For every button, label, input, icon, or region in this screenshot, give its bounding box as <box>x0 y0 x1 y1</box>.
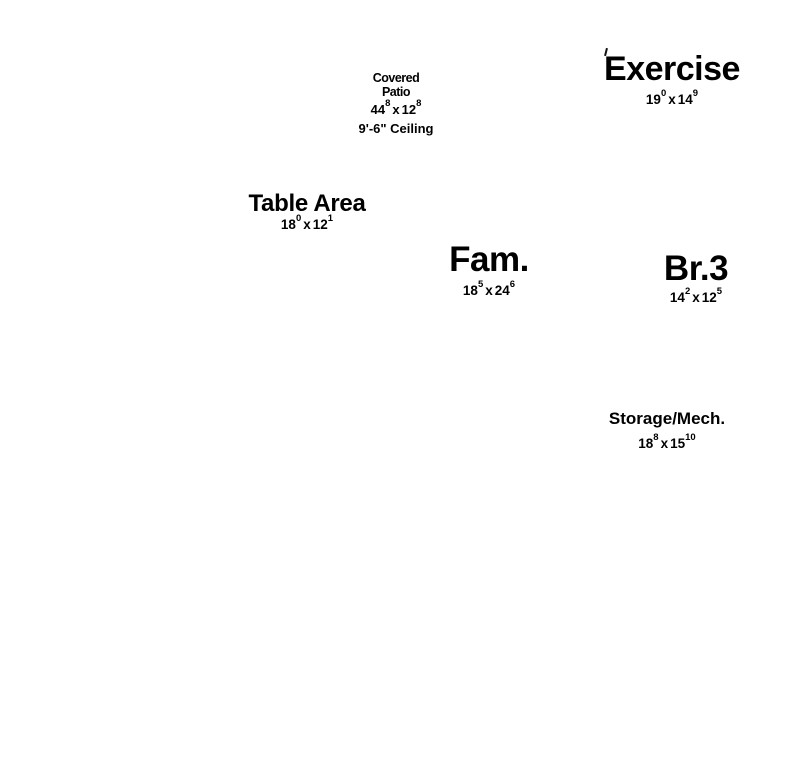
width-feet: 14 <box>669 290 685 305</box>
room-name: Exercise <box>604 50 740 88</box>
room-name: Fam. <box>449 240 529 279</box>
width-feet: 44 <box>370 102 386 117</box>
width-feet: 18 <box>462 283 478 298</box>
length-inches-superscript: 9 <box>692 88 699 99</box>
dimension-separator: x <box>485 283 493 298</box>
width-inches-superscript: 2 <box>684 286 691 297</box>
width-inches-superscript: 0 <box>660 88 667 99</box>
length-feet: 12 <box>701 290 717 305</box>
length-inches-superscript: 6 <box>509 279 516 290</box>
room-name-line-1: Covered <box>372 71 420 85</box>
length-feet: 12 <box>312 217 328 232</box>
length-feet: 14 <box>677 92 693 107</box>
width-inches-superscript: 0 <box>295 213 302 224</box>
length-feet: 15 <box>670 436 686 451</box>
dimension-separator: x <box>668 92 676 107</box>
room-name-line-2: Patio <box>381 84 411 99</box>
room-name: Table Area <box>248 190 366 217</box>
width-inches-superscript: 5 <box>477 279 484 290</box>
room-name: Br.3 <box>663 249 729 288</box>
length-inches-superscript: 5 <box>716 286 723 297</box>
room-name: Storage/Mech. <box>608 409 726 428</box>
dimension-separator: x <box>660 436 669 451</box>
length-inches-superscript: 10 <box>685 432 696 443</box>
ceiling-note: 9'-6" Ceiling <box>358 121 434 136</box>
width-inches-superscript: 8 <box>653 432 659 443</box>
width-feet: 18 <box>280 217 296 232</box>
dimension-separator: x <box>303 217 311 232</box>
width-inches-superscript: 8 <box>385 98 391 109</box>
width-feet: 18 <box>638 436 654 451</box>
width-feet: 19 <box>645 92 661 107</box>
length-feet: 24 <box>494 283 510 298</box>
length-feet: 12 <box>401 102 417 117</box>
dimension-separator: x <box>692 290 700 305</box>
length-inches-superscript: 1 <box>327 213 334 224</box>
dimension-separator: x <box>392 102 400 117</box>
length-inches-superscript: 8 <box>416 98 422 109</box>
